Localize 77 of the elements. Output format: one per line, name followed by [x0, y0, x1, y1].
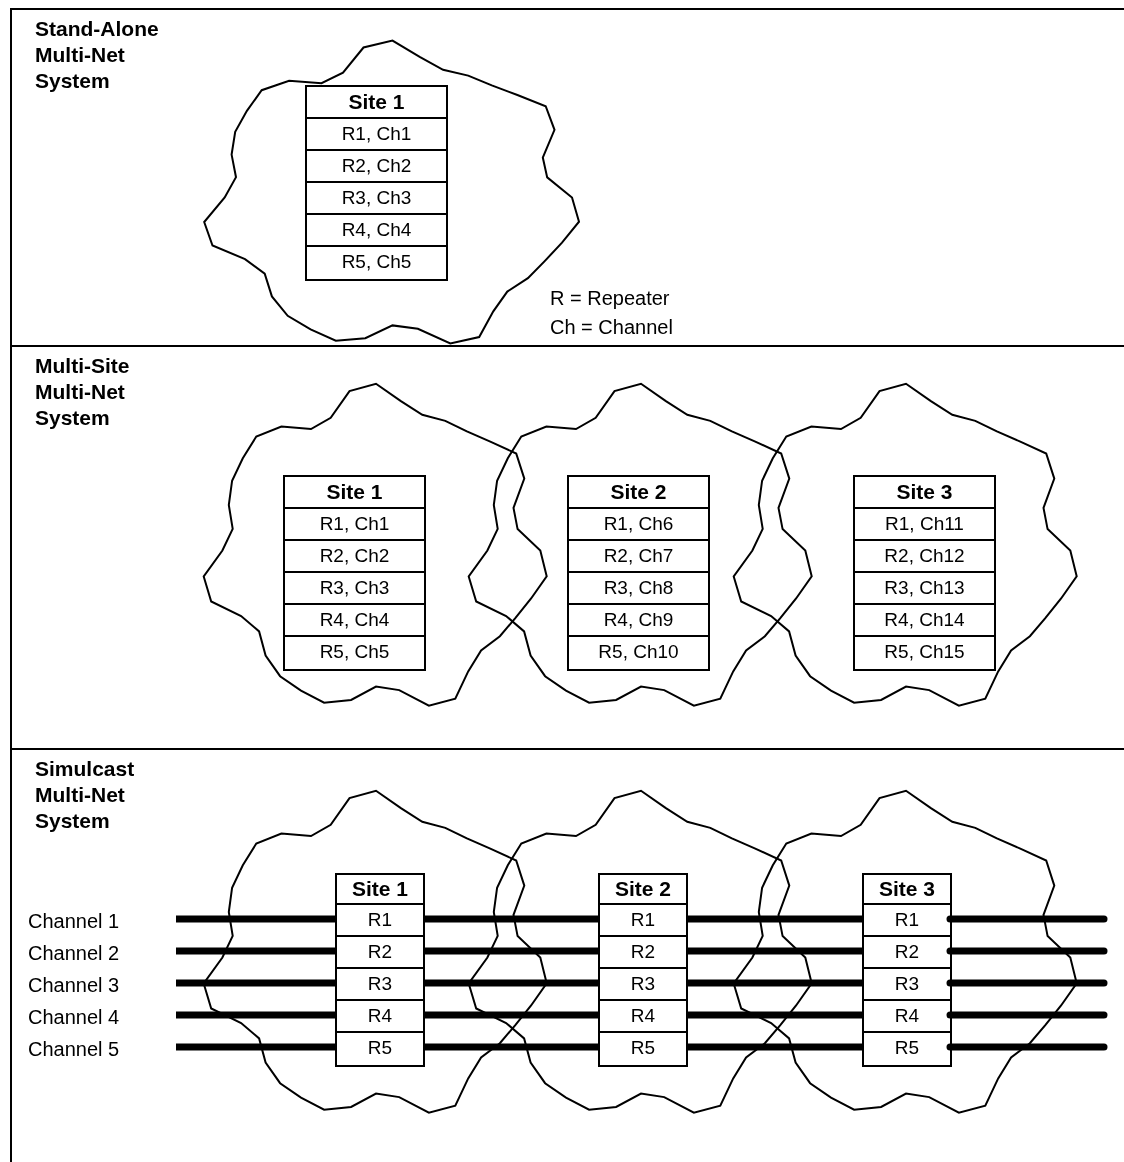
channel-line [946, 947, 1108, 955]
repeater-channel-row: R1, Ch11 [855, 507, 994, 539]
repeater-channel-row: R1, Ch1 [307, 117, 446, 149]
repeater-channel-row: R2, Ch2 [285, 539, 424, 571]
channel-line [946, 1043, 1108, 1051]
repeater-row: R1 [864, 903, 950, 935]
channel-line [423, 915, 600, 923]
panel-title: Stand-Alone Multi-Net System [35, 16, 160, 94]
system-panel [10, 8, 1124, 345]
repeater-row: R5 [337, 1031, 423, 1063]
channel-line [686, 1043, 864, 1051]
system-panel [10, 345, 1124, 748]
channel-label: Channel 2 [28, 939, 170, 967]
channel-line [946, 915, 1108, 923]
site-title: Site 1 [347, 89, 406, 115]
channel-line [686, 979, 864, 987]
repeater-channel-row: R3, Ch3 [285, 571, 424, 603]
panel-title: Multi-Site Multi-Net System [35, 353, 131, 431]
site-title: Site 1 [325, 479, 384, 505]
repeater-row: R5 [600, 1031, 686, 1063]
repeater-row: R3 [600, 967, 686, 999]
repeater-row: R5 [864, 1031, 950, 1063]
channel-label: Channel 4 [28, 1003, 170, 1031]
repeater-channel-row: R2, Ch2 [307, 149, 446, 181]
repeater-row: R2 [600, 935, 686, 967]
channel-line [423, 1043, 600, 1051]
panel-title: Simulcast Multi-Net System [35, 756, 136, 834]
system-panel [10, 748, 1124, 1162]
repeater-row: R2 [337, 935, 423, 967]
repeater-row: R1 [600, 903, 686, 935]
site-table [305, 85, 448, 281]
repeater-channel-row: R2, Ch12 [855, 539, 994, 571]
channel-line [946, 1011, 1108, 1019]
repeater-channel-row: R5, Ch5 [307, 245, 446, 277]
repeater-channel-row: R4, Ch4 [285, 603, 424, 635]
legend-note: Ch = Channel [550, 315, 673, 340]
channel-line [686, 1011, 864, 1019]
channel-line [423, 979, 600, 987]
repeater-channel-row: R3, Ch13 [855, 571, 994, 603]
repeater-row: R3 [337, 967, 423, 999]
repeater-channel-row: R4, Ch4 [307, 213, 446, 245]
site-table [567, 475, 710, 671]
repeater-channel-row: R5, Ch10 [569, 635, 708, 667]
repeater-channel-row: R2, Ch7 [569, 539, 708, 571]
repeater-channel-row: R1, Ch6 [569, 507, 708, 539]
site-title: Site 1 [351, 876, 409, 902]
repeater-row: R4 [600, 999, 686, 1031]
repeater-row: R2 [864, 935, 950, 967]
repeater-channel-row: R4, Ch9 [569, 603, 708, 635]
site-table [853, 475, 996, 671]
site-table [335, 873, 425, 1067]
repeater-channel-row: R3, Ch8 [569, 571, 708, 603]
repeater-row: R4 [337, 999, 423, 1031]
site-table [862, 873, 952, 1067]
channel-line [686, 947, 864, 955]
site-title: Site 2 [614, 876, 672, 902]
repeater-channel-row: R3, Ch3 [307, 181, 446, 213]
channel-label: Channel 3 [28, 971, 170, 999]
repeater-channel-row: R4, Ch14 [855, 603, 994, 635]
site-table [283, 475, 426, 671]
site-table [598, 873, 688, 1067]
repeater-row: R3 [864, 967, 950, 999]
site-title: Site 3 [895, 479, 954, 505]
legend-note: R = Repeater [550, 286, 670, 311]
repeater-channel-row: R1, Ch1 [285, 507, 424, 539]
repeater-channel-row: R5, Ch5 [285, 635, 424, 667]
channel-line [946, 979, 1108, 987]
site-title: Site 2 [609, 479, 668, 505]
channel-label: Channel 1 [28, 907, 170, 935]
repeater-row: R1 [337, 903, 423, 935]
channel-label: Channel 5 [28, 1035, 170, 1063]
channel-line [686, 915, 864, 923]
channel-line [423, 1011, 600, 1019]
site-title: Site 3 [878, 876, 936, 902]
repeater-row: R4 [864, 999, 950, 1031]
repeater-channel-row: R5, Ch15 [855, 635, 994, 667]
channel-line [423, 947, 600, 955]
